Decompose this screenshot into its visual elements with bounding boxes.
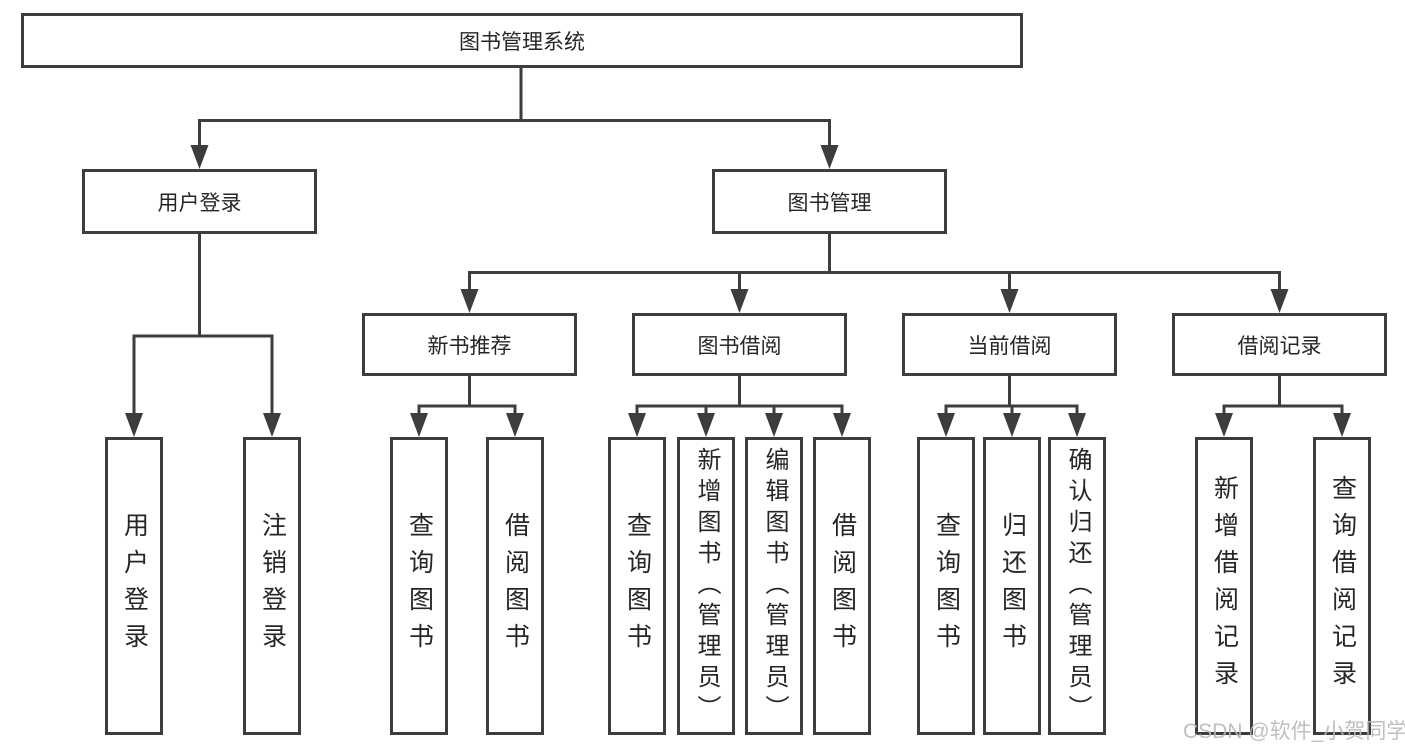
leaf-borrow-books-recommend: 借阅图书 <box>486 437 544 735</box>
leaf-add-borrow-record: 新增借阅记录 <box>1195 437 1253 735</box>
leaf-label: 借阅图书 <box>501 512 530 660</box>
arrowheads <box>125 145 1351 437</box>
node-current-borrowing: 当前借阅 <box>902 313 1117 376</box>
leaf-label: 新增借阅记录 <box>1210 475 1239 697</box>
leaf-user-login: 用户登录 <box>105 437 163 735</box>
leaf-query-borrow-record: 查询借阅记录 <box>1313 437 1371 735</box>
leaf-label: 归还图书 <box>998 512 1027 660</box>
leaf-borrow-books: 借阅图书 <box>813 437 871 735</box>
node-borrowing-records: 借阅记录 <box>1172 313 1387 376</box>
leaf-label: 编辑图书（管理员） <box>761 446 788 726</box>
node-book-borrowing: 图书借阅 <box>632 313 847 376</box>
node-root: 图书管理系统 <box>21 13 1023 68</box>
leaf-query-books-borrowing: 查询图书 <box>608 437 666 735</box>
leaf-label: 注销登录 <box>258 512 287 660</box>
leaf-logout: 注销登录 <box>243 437 301 735</box>
leaf-query-books-current: 查询图书 <box>917 437 975 735</box>
leaf-label: 查询图书 <box>623 512 652 660</box>
leaf-label: 借阅图书 <box>828 512 857 660</box>
leaf-label: 查询图书 <box>932 512 961 660</box>
leaf-label: 新增图书（管理员） <box>693 446 720 726</box>
node-user-login: 用户登录 <box>82 169 317 234</box>
leaf-edit-book-admin: 编辑图书（管理员） <box>745 437 803 735</box>
leaf-label: 用户登录 <box>120 512 149 660</box>
leaf-add-book-admin: 新增图书（管理员） <box>677 437 735 735</box>
leaf-confirm-return-admin: 确认归还（管理员） <box>1048 437 1106 735</box>
node-book-management: 图书管理 <box>712 169 947 234</box>
leaf-return-book: 归还图书 <box>983 437 1041 735</box>
leaf-label: 查询借阅记录 <box>1328 475 1357 697</box>
leaf-label: 确认归还（管理员） <box>1064 446 1091 726</box>
leaf-query-books-recommend: 查询图书 <box>390 437 448 735</box>
leaf-label: 查询图书 <box>405 512 434 660</box>
csdn-watermark: CSDN @软件_小贺同学 <box>1183 720 1405 743</box>
node-new-book-recommend: 新书推荐 <box>362 313 577 376</box>
